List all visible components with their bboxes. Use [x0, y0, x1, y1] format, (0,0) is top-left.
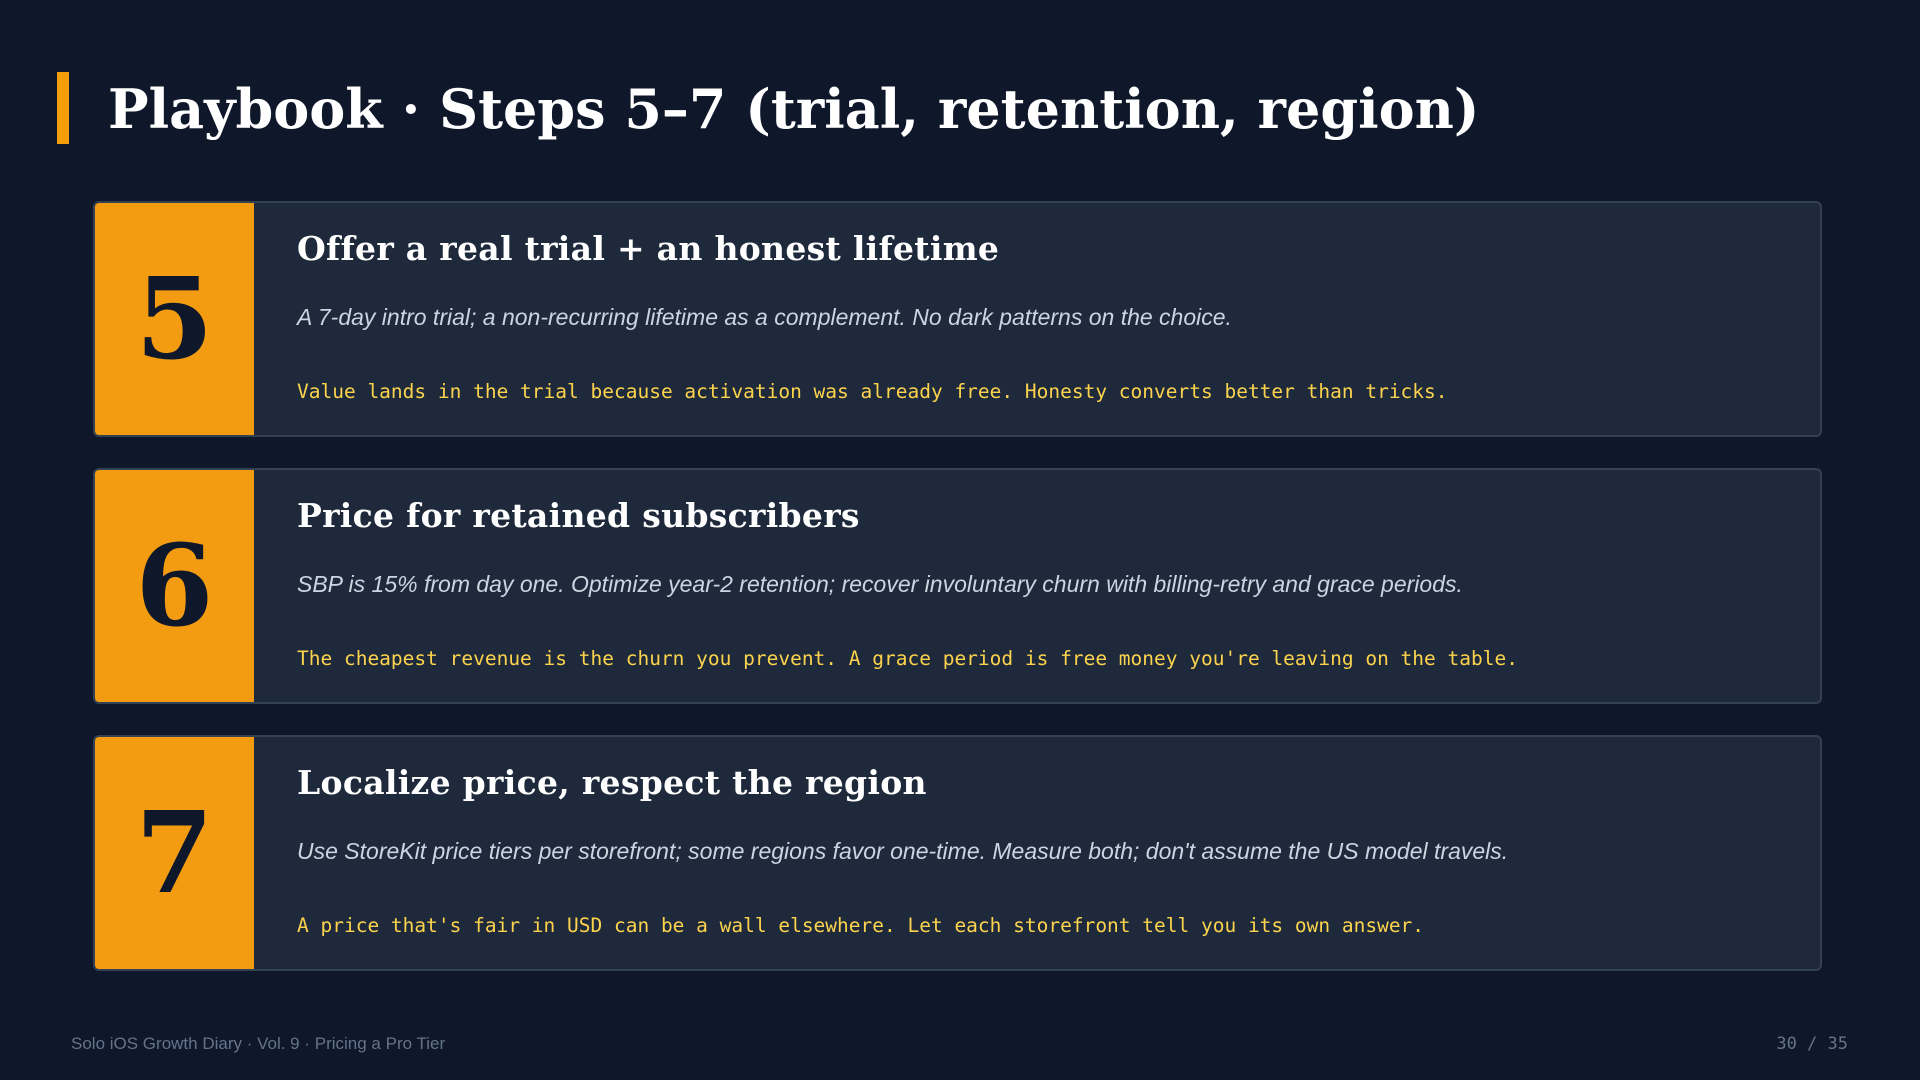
step-title: Price for retained subscribers: [297, 496, 860, 535]
step-title: Offer a real trial + an honest lifetime: [297, 229, 1000, 268]
step-quote: A price that's fair in USD can be a wall…: [297, 914, 1425, 937]
step-card: 5 Offer a real trial + an honest lifetim…: [93, 201, 1822, 437]
step-quote: Value lands in the trial because activat…: [297, 380, 1448, 403]
step-description: Use StoreKit price tiers per storefront;…: [297, 838, 1509, 864]
step-card: 7 Localize price, respect the region Use…: [93, 735, 1822, 971]
page-title: Playbook · Steps 5–7 (trial, retention, …: [108, 77, 1480, 141]
step-card: 6 Price for retained subscribers SBP is …: [93, 468, 1822, 704]
footer-caption: Solo iOS Growth Diary · Vol. 9 · Pricing…: [71, 1034, 446, 1053]
step-number: 7: [95, 737, 254, 969]
step-number: 5: [95, 203, 254, 435]
title-accent-bar: [57, 72, 69, 144]
steps-list: 5 Offer a real trial + an honest lifetim…: [93, 201, 1822, 1002]
page-number: 30 / 35: [1776, 1034, 1848, 1054]
step-description: SBP is 15% from day one. Optimize year-2…: [297, 571, 1463, 597]
step-title: Localize price, respect the region: [297, 763, 927, 802]
step-description: A 7-day intro trial; a non-recurring lif…: [297, 304, 1232, 330]
step-number: 6: [95, 470, 254, 702]
step-quote: The cheapest revenue is the churn you pr…: [297, 647, 1518, 670]
